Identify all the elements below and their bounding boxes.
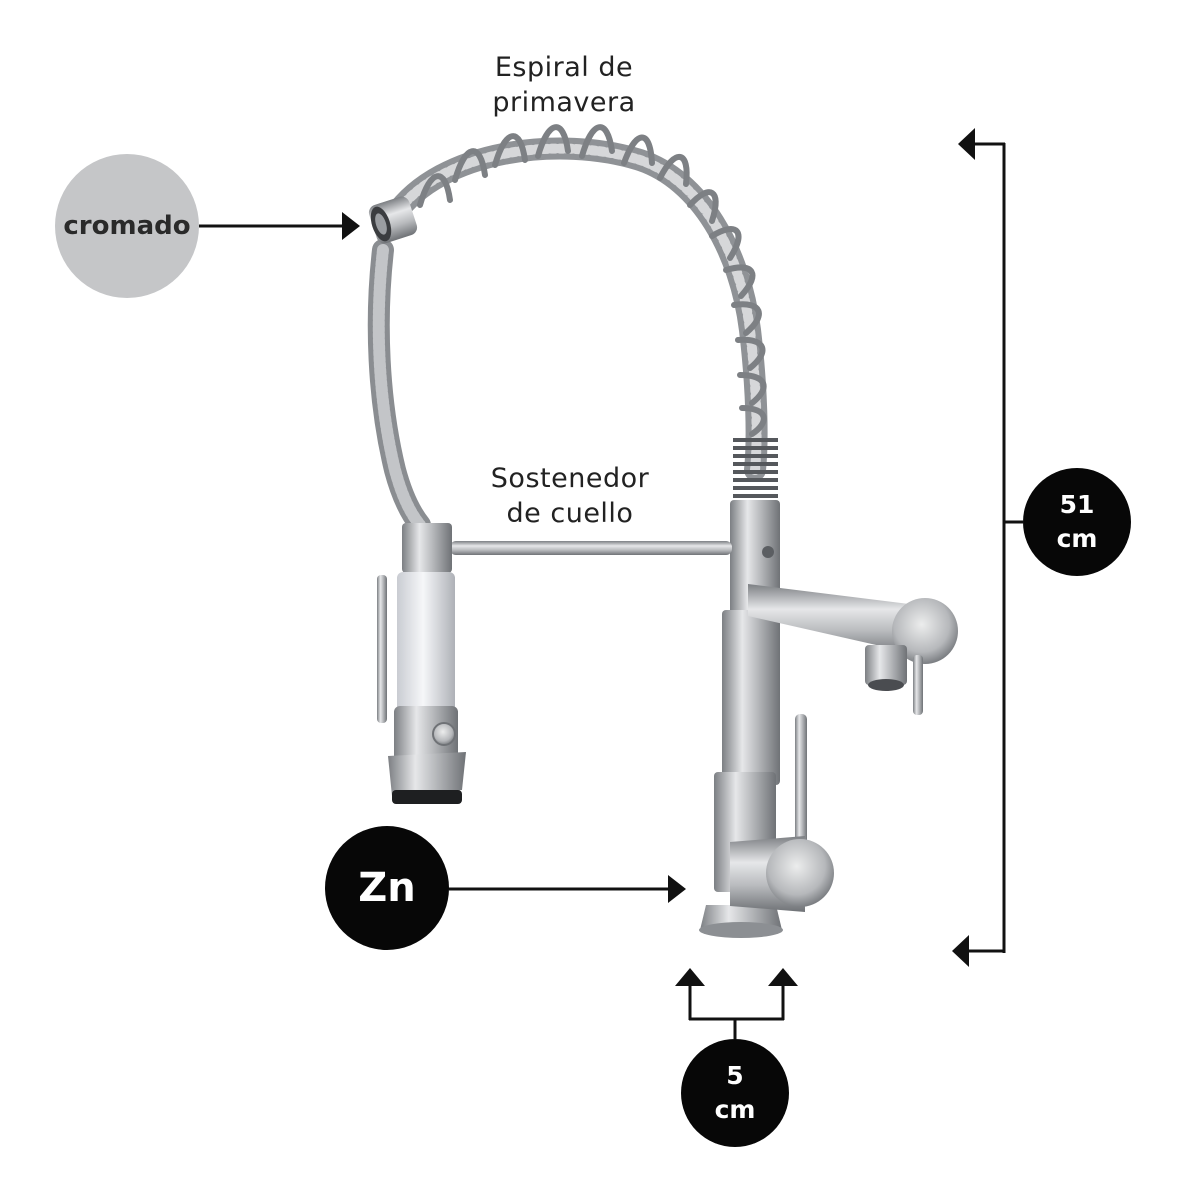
neck-holder-label-line1: Sostenedor (490, 463, 650, 494)
width-value: 5 (726, 1061, 744, 1090)
height-arrow-bottom (952, 935, 969, 967)
braided-hose (367, 239, 431, 536)
width-badge: 5 cm (681, 1039, 789, 1147)
height-arrow-top (958, 128, 975, 160)
material-badge: Zn (325, 826, 449, 950)
height-unit: cm (1056, 524, 1098, 553)
chrome-finish-text: cromado (63, 211, 191, 241)
lever-handle (730, 714, 834, 912)
width-arrow-left (675, 968, 705, 986)
annotation-lines (199, 128, 1023, 1039)
chrome-arrow-head (342, 212, 360, 240)
spring-coil (384, 124, 778, 498)
spray-nozzle (368, 196, 418, 244)
secondary-spout (748, 584, 958, 715)
zn-arrow-head (668, 875, 686, 903)
neck-holder-label-line2: de cuello (506, 498, 634, 529)
spring-coil-label: Espiral de primavera (450, 50, 678, 120)
height-value: 51 (1059, 490, 1095, 519)
spring-coil-label-line2: primavera (492, 87, 636, 118)
height-badge: 51 cm (1023, 468, 1131, 576)
material-text: Zn (358, 865, 416, 911)
chrome-finish-badge: cromado (55, 154, 199, 298)
width-arrow-right (768, 968, 798, 986)
neck-holder-label: Sostenedor de cuello (460, 461, 680, 531)
spring-coil-label-line1: Espiral de (494, 52, 634, 83)
width-unit: cm (714, 1095, 756, 1124)
neck-holder-bar (402, 523, 732, 573)
pull-down-sprayer (377, 572, 466, 804)
